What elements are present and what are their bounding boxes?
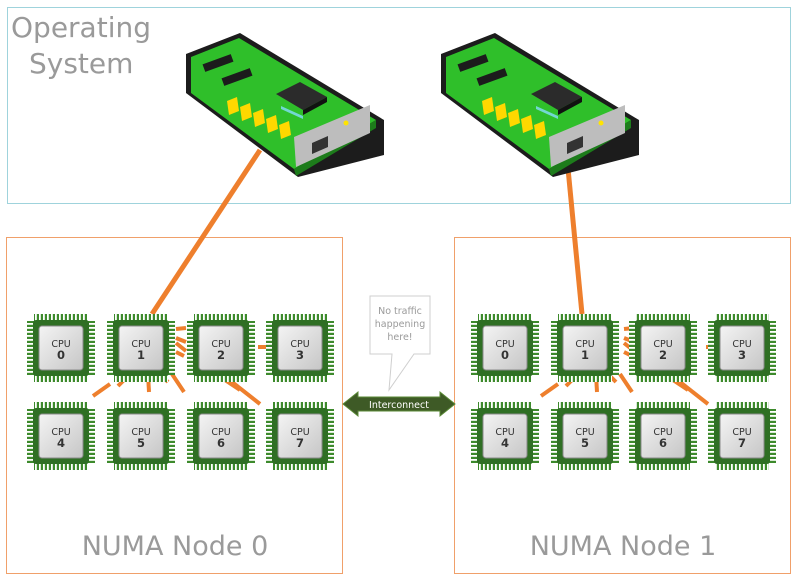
cpu-label: CPU <box>51 339 70 350</box>
cpu-link <box>618 372 634 394</box>
cpu-link <box>174 341 188 353</box>
cpu-label: CPU <box>51 427 70 438</box>
cpu-label: CPU <box>131 339 150 350</box>
interconnect-arrow <box>342 390 456 418</box>
cpu-link <box>539 382 560 398</box>
cpu-id: 3 <box>296 348 304 362</box>
cpu-label: CPU <box>575 427 594 438</box>
network-card-icon <box>441 33 639 177</box>
callout-line3: here! <box>387 332 412 343</box>
cpu-label: CPU <box>211 339 230 350</box>
numa-node-1-label: NUMA Node 1 <box>530 531 717 562</box>
cpu-id: 0 <box>57 348 65 362</box>
cpu-id: 0 <box>501 348 509 362</box>
cpu-id: 4 <box>501 436 509 450</box>
cpu-label: CPU <box>131 427 150 438</box>
cpu-link <box>170 372 186 394</box>
network-card-icon <box>186 33 384 177</box>
cpu-id: 2 <box>217 348 225 362</box>
cpu-label: CPU <box>732 427 751 438</box>
cpu-label: CPU <box>495 427 514 438</box>
cpu-id: 7 <box>738 436 746 450</box>
os-label-line2: System <box>29 47 133 80</box>
cpu-id: 5 <box>137 436 145 450</box>
os-label-line1: Operating <box>11 11 151 44</box>
callout-line2: happening <box>375 319 425 330</box>
cpu-id: 1 <box>137 348 145 362</box>
cpu-label: CPU <box>732 339 751 350</box>
cpu-id: 2 <box>659 348 667 362</box>
numa-node-0-label: NUMA Node 0 <box>82 531 269 562</box>
cpu-label: CPU <box>575 339 594 350</box>
cpu-link <box>175 336 187 344</box>
cpu-label: CPU <box>211 427 230 438</box>
numa-node-1-box <box>454 237 791 574</box>
cpu-label: CPU <box>290 427 309 438</box>
numa-node-0-box <box>6 237 343 574</box>
interconnect-label: Interconnect <box>369 400 429 411</box>
cpu-id: 6 <box>659 436 667 450</box>
cpu-id: 6 <box>217 436 225 450</box>
no-traffic-callout <box>369 295 431 392</box>
cpu-link <box>678 380 710 406</box>
cpu-id: 4 <box>57 436 65 450</box>
callout-line1: No traffic <box>378 306 422 317</box>
cpu-link <box>175 326 187 331</box>
nic-0-link <box>149 148 263 316</box>
cpu-link <box>91 382 112 398</box>
nic-1-link <box>564 157 585 315</box>
cpu-id: 5 <box>581 436 589 450</box>
cpu-label: CPU <box>653 427 672 438</box>
cpu-label: CPU <box>290 339 309 350</box>
operating-system-box <box>7 7 791 204</box>
cpu-label: CPU <box>653 339 672 350</box>
cpu-id: 3 <box>738 348 746 362</box>
cpu-link <box>230 380 262 406</box>
cpu-link <box>175 350 185 358</box>
cpu-label: CPU <box>495 339 514 350</box>
cpu-grid: CPU0CPU1CPU2CPU3CPU4CPU5CPU6CPU7CPU0CPU1… <box>27 314 776 470</box>
cpu-id: 1 <box>581 348 589 362</box>
cpu-id: 7 <box>296 436 304 450</box>
